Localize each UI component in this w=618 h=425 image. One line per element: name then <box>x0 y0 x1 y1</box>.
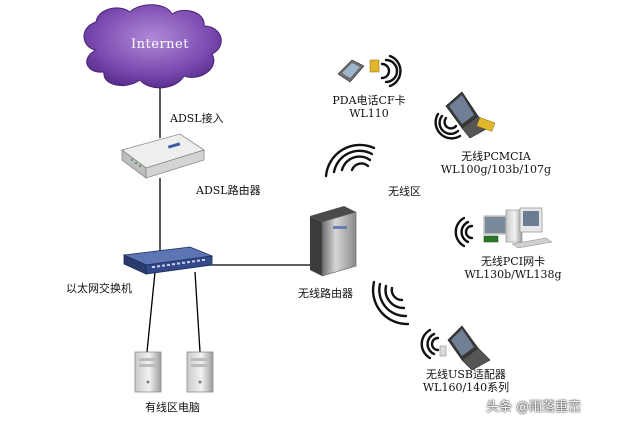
client-pci-name: 无线PCI网卡 <box>480 255 546 268</box>
wifi-signal-icon <box>371 280 410 326</box>
switch-icon <box>122 246 214 275</box>
laptop-icon <box>445 91 496 139</box>
ethernet-switch-label: 以太网交换机 <box>66 282 132 295</box>
client-usb-caption: 无线USB适配器 WL160/140系列 <box>416 368 516 394</box>
adsl-router-label: ADSL路由器 <box>196 184 261 197</box>
internet-label: Internet <box>131 37 189 52</box>
client-pcmcia-name: 无线PCMCIA <box>461 150 531 163</box>
wifi-signal-icon <box>454 216 474 248</box>
connections <box>146 88 312 353</box>
client-pcmcia-caption: 无线PCMCIA WL100g/103b/107g <box>438 150 554 176</box>
client-usb-name: 无线USB适配器 <box>426 368 506 381</box>
wifi-signal-icon <box>324 143 376 178</box>
line-switch-pc2 <box>194 271 201 353</box>
cloud-icon: Internet <box>83 4 222 89</box>
wireless-router-icon <box>310 206 357 277</box>
pc-tower-icon <box>186 351 214 393</box>
client-pcmcia-model: WL100g/103b/107g <box>440 163 552 176</box>
wifi-signal-icon <box>434 112 462 140</box>
wifi-signal-icon <box>420 328 440 360</box>
watermark: 头条 @雨落重峦 <box>486 400 582 415</box>
client-pda-model: WL110 <box>349 107 389 120</box>
wifi-signal-icon <box>380 54 402 88</box>
line-switch-pc1 <box>146 271 156 353</box>
pda-icon <box>337 59 380 83</box>
wired-pcs-label: 有线区电脑 <box>145 401 200 414</box>
wireless-zone-label: 无线区 <box>388 185 421 198</box>
adsl-access-label: ADSL接入 <box>170 112 224 125</box>
adsl-router-icon <box>121 133 205 179</box>
desktop-pc-icon <box>483 207 553 249</box>
client-pci-model: WL130b/WL138g <box>464 268 562 281</box>
client-usb-model: WL160/140系列 <box>422 381 510 394</box>
pc-tower-icon <box>134 351 162 393</box>
client-pda-name: PDA电话CF卡 <box>332 94 406 107</box>
client-pda-caption: PDA电话CF卡 WL110 <box>324 94 414 120</box>
wireless-router-label: 无线路由器 <box>298 287 353 300</box>
client-pci-caption: 无线PCI网卡 WL130b/WL138g <box>458 255 568 281</box>
laptop-icon <box>439 325 491 371</box>
